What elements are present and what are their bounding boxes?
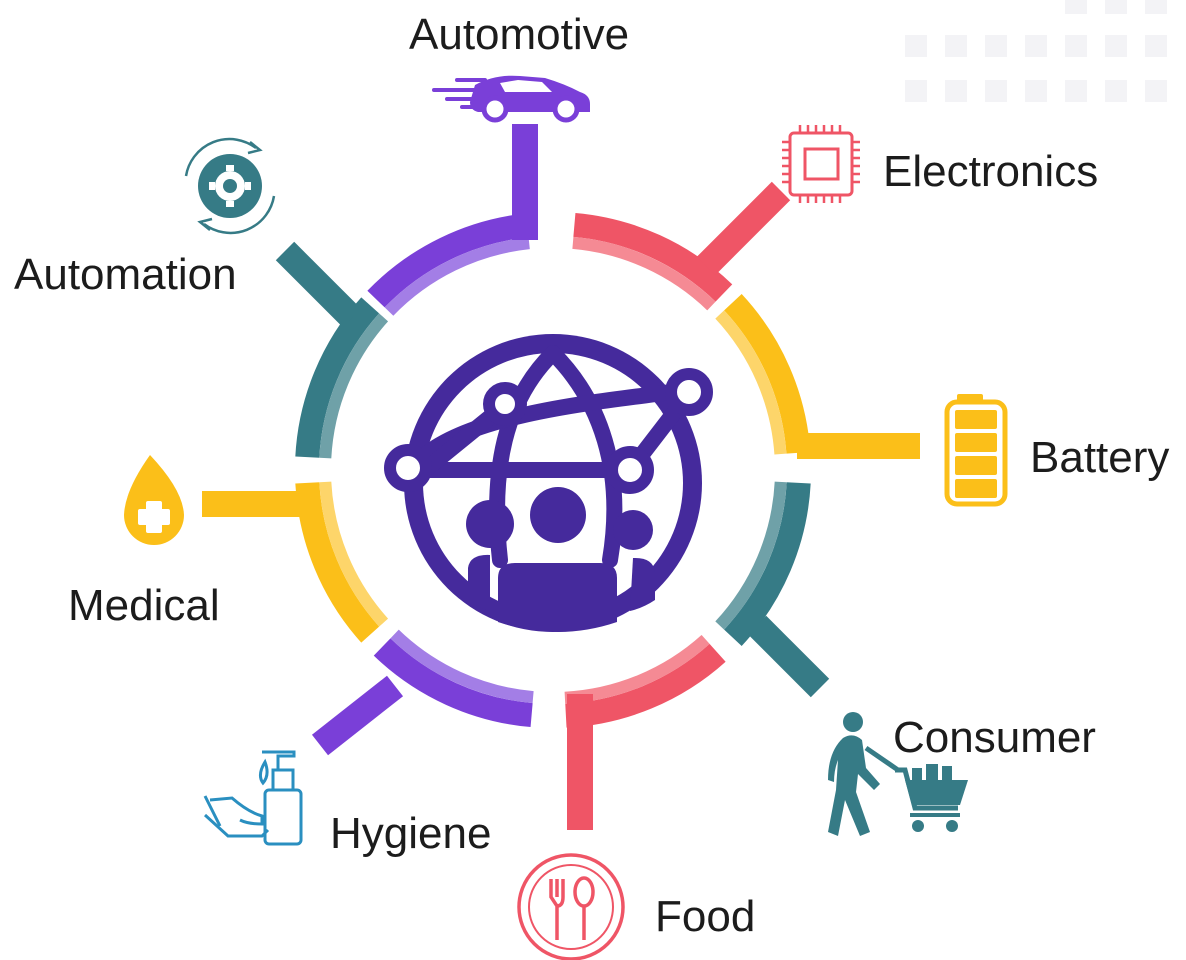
ring-segment-hygiene [373, 638, 533, 728]
label-medical: Medical [68, 581, 220, 630]
connector-hygiene [311, 675, 404, 756]
ring-segment-inner-hygiene [390, 629, 534, 704]
ring-segment-automation [295, 297, 380, 458]
shopping-cart-person-icon [828, 712, 968, 836]
hand-sanitizer-icon [203, 750, 303, 846]
label-food: Food [655, 892, 756, 941]
ring-segment-consumer [724, 482, 811, 646]
ring-segment-electronics [573, 212, 733, 302]
label-automation: Automation [14, 250, 237, 299]
label-consumer: Consumer [893, 713, 1096, 762]
chip-icon [782, 125, 860, 203]
label-automotive: Automotive [409, 10, 630, 59]
ring-segment-inner-electronics [572, 236, 716, 311]
ring-segment-inner-automation [319, 313, 389, 459]
ring-segment-automotive [367, 213, 529, 308]
decorative-grid [905, 0, 1167, 102]
gear-cycle-icon [184, 137, 276, 235]
medical-drop-icon [124, 455, 184, 545]
fork-spoon-icon [517, 853, 625, 960]
ring-segment-medical [295, 482, 380, 643]
connector-electronics [696, 181, 791, 276]
connector-consumer [747, 615, 830, 698]
label-electronics: Electronics [883, 147, 1099, 196]
ring-segment-inner-medical [319, 481, 389, 627]
ring [295, 212, 811, 728]
car-icon [432, 75, 590, 123]
ring-segment-inner-automotive [384, 237, 530, 316]
label-battery: Battery [1030, 433, 1170, 482]
label-hygiene: Hygiene [330, 809, 492, 858]
ring-segment-inner-battery [715, 310, 787, 455]
globe-network-people-icon [384, 334, 713, 632]
battery-icon [944, 394, 1008, 507]
ring-segment-inner-consumer [715, 481, 787, 630]
ring-segment-battery [724, 294, 811, 454]
connector-automation [275, 241, 362, 328]
